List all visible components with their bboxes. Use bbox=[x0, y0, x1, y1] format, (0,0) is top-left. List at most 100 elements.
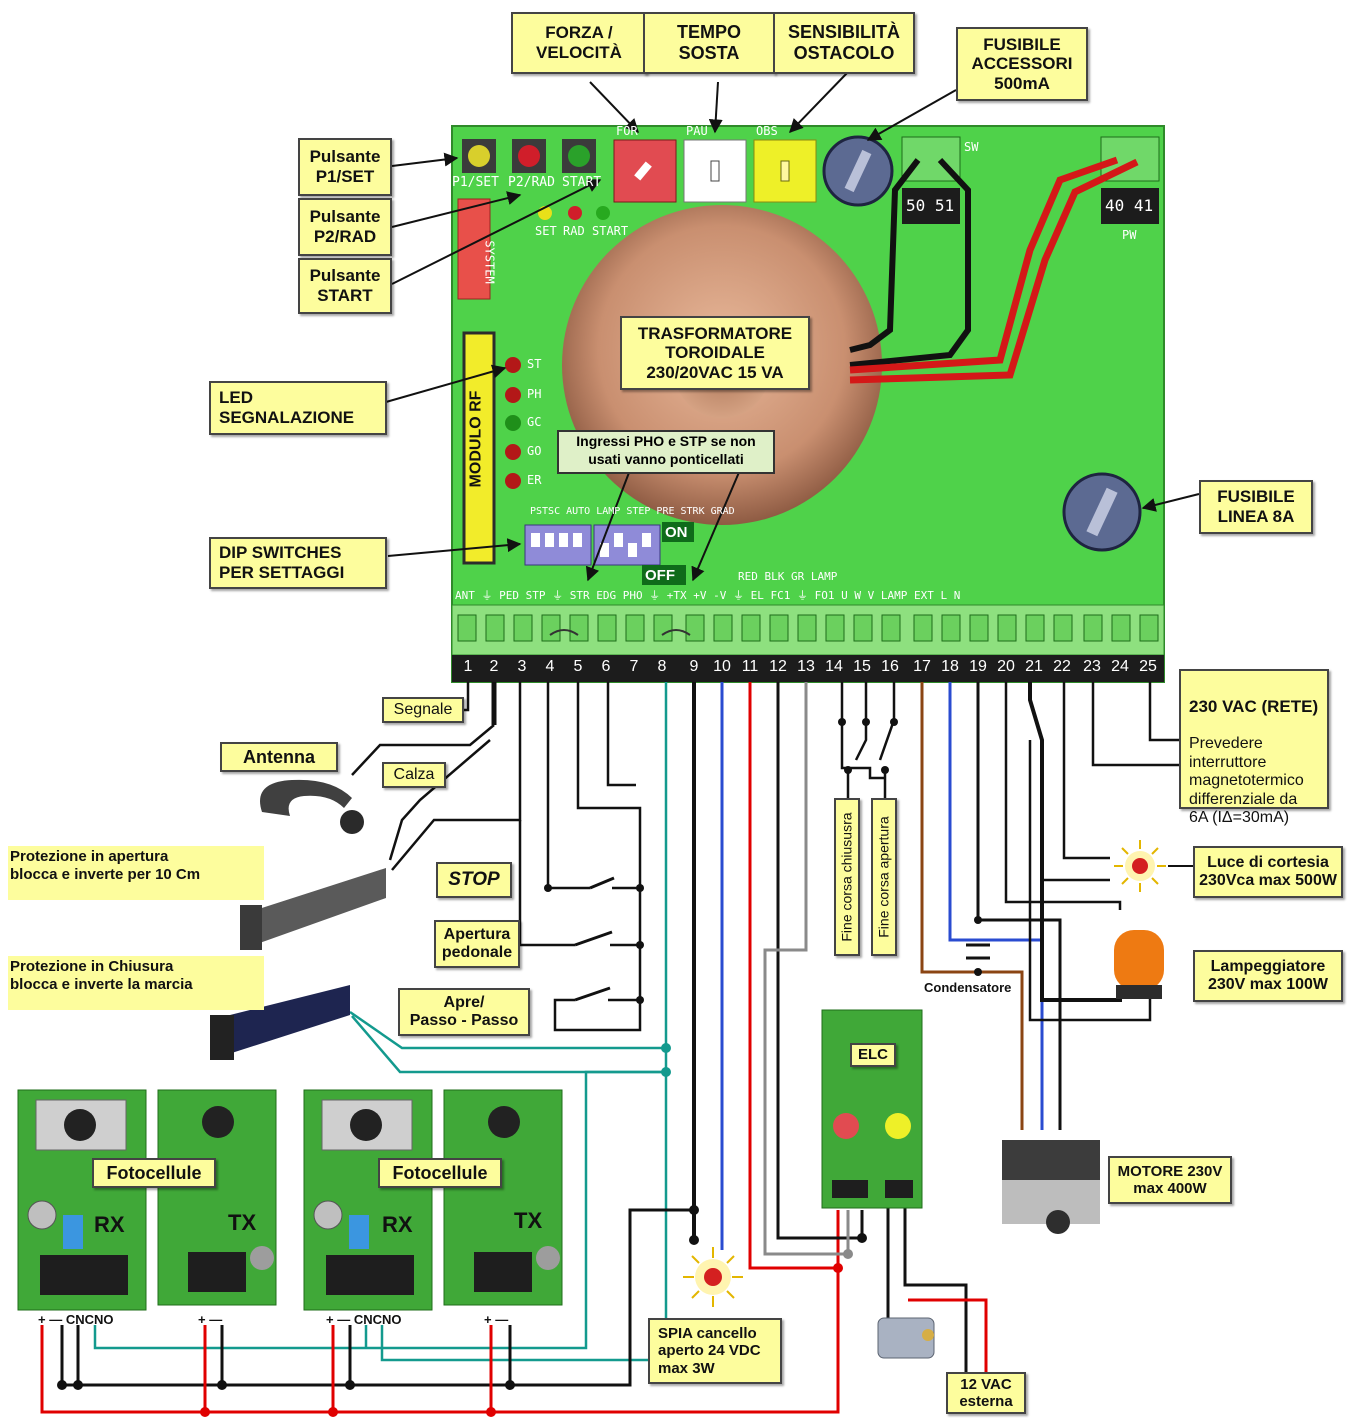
sw-label: SW bbox=[964, 140, 979, 154]
wiring bbox=[40, 682, 1180, 1414]
jumper-stp bbox=[549, 629, 579, 636]
label-start-button: Pulsante START bbox=[298, 258, 392, 314]
terminal-number: 25 bbox=[1139, 658, 1157, 675]
label-signal: Segnale bbox=[382, 697, 464, 723]
start-cap bbox=[568, 145, 590, 167]
btn-label-p1: P1/SET bbox=[452, 175, 499, 190]
label-accessory-fuse: FUSIBILE ACCESSORI 500mA bbox=[956, 27, 1088, 101]
terminal-number: 19 bbox=[969, 658, 987, 675]
junction-dots bbox=[57, 718, 982, 1417]
mains-body: Prevedere interruttore magnetotermico di… bbox=[1189, 735, 1304, 826]
label-closing-protection: Protezione in Chiusura blocca e inverte … bbox=[8, 956, 264, 1010]
label-dip-switches: DIP SWITCHES PER SETTAGGI bbox=[209, 537, 387, 589]
terminal-number: 16 bbox=[881, 658, 899, 675]
led-col-gc: GC bbox=[527, 415, 542, 429]
label-capacitor: Condensatore bbox=[924, 980, 1012, 995]
label-pause-time: TEMPO SOSTA bbox=[643, 12, 775, 74]
label-opening-protection: Protezione in apertura blocca e inverte … bbox=[8, 846, 264, 900]
label-line-fuse: FUSIBILE LINEA 8A bbox=[1199, 480, 1313, 534]
safety-edge-opening bbox=[240, 868, 386, 950]
label-obstacle-sensitivity: SENSIBILITÀ OSTACOLO bbox=[773, 12, 915, 74]
electric-lock bbox=[877, 1317, 935, 1359]
note-pho-stp-jumpers: Ingressi PHO e STP se non usati vanno po… bbox=[557, 430, 775, 474]
label-mains: 230 VAC (RETE) Prevedere interruttore ma… bbox=[1179, 669, 1329, 826]
p2-rad-cap bbox=[518, 145, 540, 167]
label-flashing-lamp: Lampeggiatore 230V max 100W bbox=[1193, 950, 1343, 1002]
photocell-rx-2 bbox=[303, 1089, 433, 1311]
terminal-number: 13 bbox=[797, 658, 815, 675]
label-transformer: TRASFORMATORE TOROIDALE 230/20VAC 15 VA bbox=[620, 316, 810, 390]
label-status-leds: LED SEGNALAZIONE bbox=[209, 381, 387, 435]
transformer-lead-black-1 bbox=[849, 158, 921, 353]
terminal-number: 15 bbox=[853, 658, 871, 675]
terminal-number: 8 bbox=[657, 658, 667, 675]
led-ph bbox=[505, 387, 521, 403]
terminal-number: 4 bbox=[545, 658, 555, 675]
led-rad bbox=[568, 206, 582, 220]
trimmer-pause-slot bbox=[710, 160, 720, 182]
label-indicator-lamp: SPIA cancello aperto 24 VDC max 3W bbox=[648, 1318, 782, 1384]
label-step-open: Apre/ Passo - Passo bbox=[398, 988, 530, 1036]
led-go bbox=[505, 444, 521, 460]
dip-switch-labels: PSTSC AUTO LAMP STEP PRE STRK GRAD bbox=[530, 506, 735, 517]
terminal-number: 9 bbox=[689, 658, 699, 675]
pw-terminal-numbers: 40 41 bbox=[1105, 196, 1154, 215]
label-p1-button: Pulsante P1/SET bbox=[298, 138, 392, 196]
terminal-number: 1 bbox=[463, 658, 473, 675]
terminal-number: 11 bbox=[741, 658, 759, 675]
terminal-number: 2 bbox=[489, 658, 499, 675]
dip-on-label: ON bbox=[665, 524, 688, 541]
led-start bbox=[596, 206, 610, 220]
led-row-rad: RAD bbox=[563, 224, 585, 238]
antenna-connector bbox=[260, 779, 364, 834]
pw-label: PW bbox=[1122, 228, 1137, 242]
dip-off-label: OFF bbox=[645, 567, 675, 584]
terminal-number: 23 bbox=[1083, 658, 1101, 675]
tx-pins-2: + — bbox=[484, 1312, 509, 1327]
led-col-ph: PH bbox=[527, 387, 542, 401]
system-label: SYSTEM bbox=[482, 240, 497, 284]
label-elc: ELC bbox=[850, 1043, 896, 1067]
photocell-tx-1 bbox=[157, 1089, 277, 1306]
rf-module bbox=[462, 331, 496, 565]
gate-motor bbox=[1002, 1140, 1100, 1234]
jumper-pho bbox=[661, 629, 691, 636]
label-shield: Calza bbox=[382, 762, 446, 788]
sw-terminal-strip bbox=[902, 188, 960, 224]
label-antenna: Antenna bbox=[220, 742, 338, 772]
rx-label-1: RX bbox=[94, 1212, 125, 1237]
led-er bbox=[505, 473, 521, 489]
btn-label-start: START bbox=[562, 175, 602, 190]
led-row-start: START bbox=[592, 224, 629, 238]
limit-close-text: Fine corsa chiususra bbox=[838, 812, 855, 942]
led-col-go: GO bbox=[527, 444, 542, 458]
courtesy-light bbox=[1114, 840, 1166, 892]
label-external-12vac: 12 VAC esterna bbox=[946, 1372, 1026, 1414]
dip-switch-levers bbox=[531, 533, 651, 557]
pot-label-pau: PAU bbox=[686, 124, 708, 138]
label-courtesy-light: Luce di cortesia 230Vca max 500W bbox=[1193, 846, 1343, 898]
led-gc bbox=[505, 415, 521, 431]
btn-label-p2: P2/RAD bbox=[508, 175, 555, 190]
rx-pins-1: + — CNCNO bbox=[38, 1312, 114, 1327]
photocell-rx-1 bbox=[17, 1089, 147, 1311]
photocell-title-2: Fotocellule bbox=[378, 1158, 502, 1188]
rf-module-label: MODULO RF bbox=[467, 390, 485, 488]
accessory-fuse-slot bbox=[844, 149, 872, 193]
label-stop: STOP bbox=[436, 862, 512, 898]
terminal-number: 24 bbox=[1111, 658, 1129, 675]
terminal-number: 10 bbox=[713, 658, 731, 675]
photocell-tx-2 bbox=[443, 1089, 563, 1306]
terminal-number: 5 bbox=[573, 658, 583, 675]
terminal-number: 21 bbox=[1025, 658, 1043, 675]
on-badge bbox=[662, 522, 694, 542]
terminal-names: ANT ⏚ PED STP ⏚ STR EDG PHO ⏚ +TX +V -V … bbox=[455, 589, 961, 602]
transformer-lead-black-2 bbox=[849, 157, 971, 368]
terminal-number: 22 bbox=[1053, 658, 1071, 675]
elc-module bbox=[821, 1009, 923, 1209]
trimmer-force-slot bbox=[634, 161, 652, 181]
terminal-number: 6 bbox=[601, 658, 611, 675]
led-col-st: ST bbox=[527, 357, 542, 371]
terminal-number: 18 bbox=[941, 658, 959, 675]
label-limit-close: Fine corsa chiususra bbox=[834, 798, 860, 956]
